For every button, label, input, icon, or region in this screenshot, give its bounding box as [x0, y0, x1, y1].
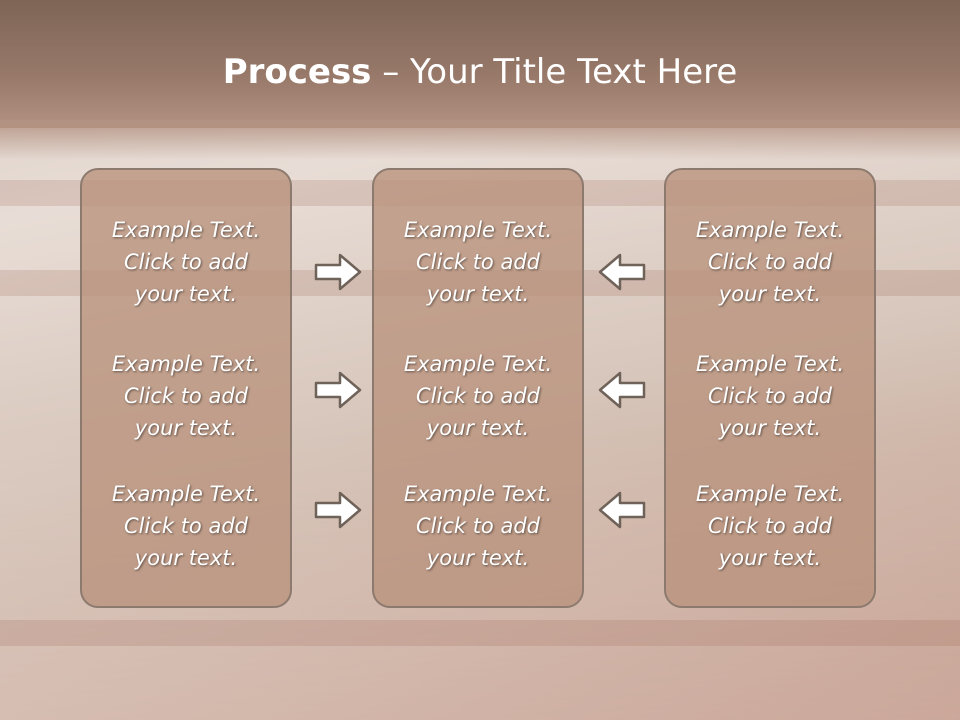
background-stripe — [0, 620, 960, 646]
panel-text-block[interactable]: Example Text. Click to add your text. — [374, 478, 582, 574]
panel-text-block[interactable]: Example Text. Click to add your text. — [82, 478, 290, 574]
text-line: your text. — [134, 546, 238, 570]
text-line: Click to add — [123, 514, 248, 538]
text-line: your text. — [718, 282, 822, 306]
text-line: Click to add — [707, 250, 832, 274]
panel-text-block[interactable]: Example Text. Click to add your text. — [82, 348, 290, 444]
text-line: Click to add — [415, 250, 540, 274]
arrow-left-icon[interactable] — [598, 252, 646, 292]
arrow-left-icon[interactable] — [598, 490, 646, 530]
text-line: Click to add — [707, 514, 832, 538]
text-line: your text. — [718, 416, 822, 440]
arrow-right-icon[interactable] — [314, 370, 362, 410]
text-line: Example Text. — [403, 352, 553, 376]
text-line: your text. — [426, 546, 530, 570]
arrow-right-icon[interactable] — [314, 252, 362, 292]
text-line: Example Text. — [695, 352, 845, 376]
text-line: Click to add — [123, 384, 248, 408]
text-line: Example Text. — [403, 218, 553, 242]
panel-text-block[interactable]: Example Text. Click to add your text. — [374, 214, 582, 310]
process-panel-left[interactable]: Example Text. Click to add your text. Ex… — [80, 168, 292, 608]
title-rest: – Your Title Text Here — [371, 52, 738, 92]
arrow-left-icon[interactable] — [598, 370, 646, 410]
text-line: Example Text. — [695, 482, 845, 506]
panel-text-block[interactable]: Example Text. Click to add your text. — [374, 348, 582, 444]
slide-title[interactable]: Process – Your Title Text Here — [0, 52, 960, 92]
text-line: your text. — [134, 282, 238, 306]
text-line: Example Text. — [111, 218, 261, 242]
text-line: Example Text. — [695, 218, 845, 242]
text-line: Example Text. — [403, 482, 553, 506]
panel-text-block[interactable]: Example Text. Click to add your text. — [82, 214, 290, 310]
process-panel-center[interactable]: Example Text. Click to add your text. Ex… — [372, 168, 584, 608]
text-line: your text. — [426, 282, 530, 306]
arrow-right-icon[interactable] — [314, 490, 362, 530]
text-line: your text. — [134, 416, 238, 440]
text-line: Click to add — [415, 384, 540, 408]
text-line: your text. — [426, 416, 530, 440]
title-bold: Process — [222, 52, 372, 92]
process-panel-right[interactable]: Example Text. Click to add your text. Ex… — [664, 168, 876, 608]
title-band — [0, 0, 960, 128]
text-line: Example Text. — [111, 352, 261, 376]
text-line: Click to add — [123, 250, 248, 274]
panel-text-block[interactable]: Example Text. Click to add your text. — [666, 348, 874, 444]
text-line: your text. — [718, 546, 822, 570]
text-line: Click to add — [707, 384, 832, 408]
panel-text-block[interactable]: Example Text. Click to add your text. — [666, 214, 874, 310]
title-band-fade — [0, 120, 960, 160]
panel-text-block[interactable]: Example Text. Click to add your text. — [666, 478, 874, 574]
text-line: Click to add — [415, 514, 540, 538]
text-line: Example Text. — [111, 482, 261, 506]
